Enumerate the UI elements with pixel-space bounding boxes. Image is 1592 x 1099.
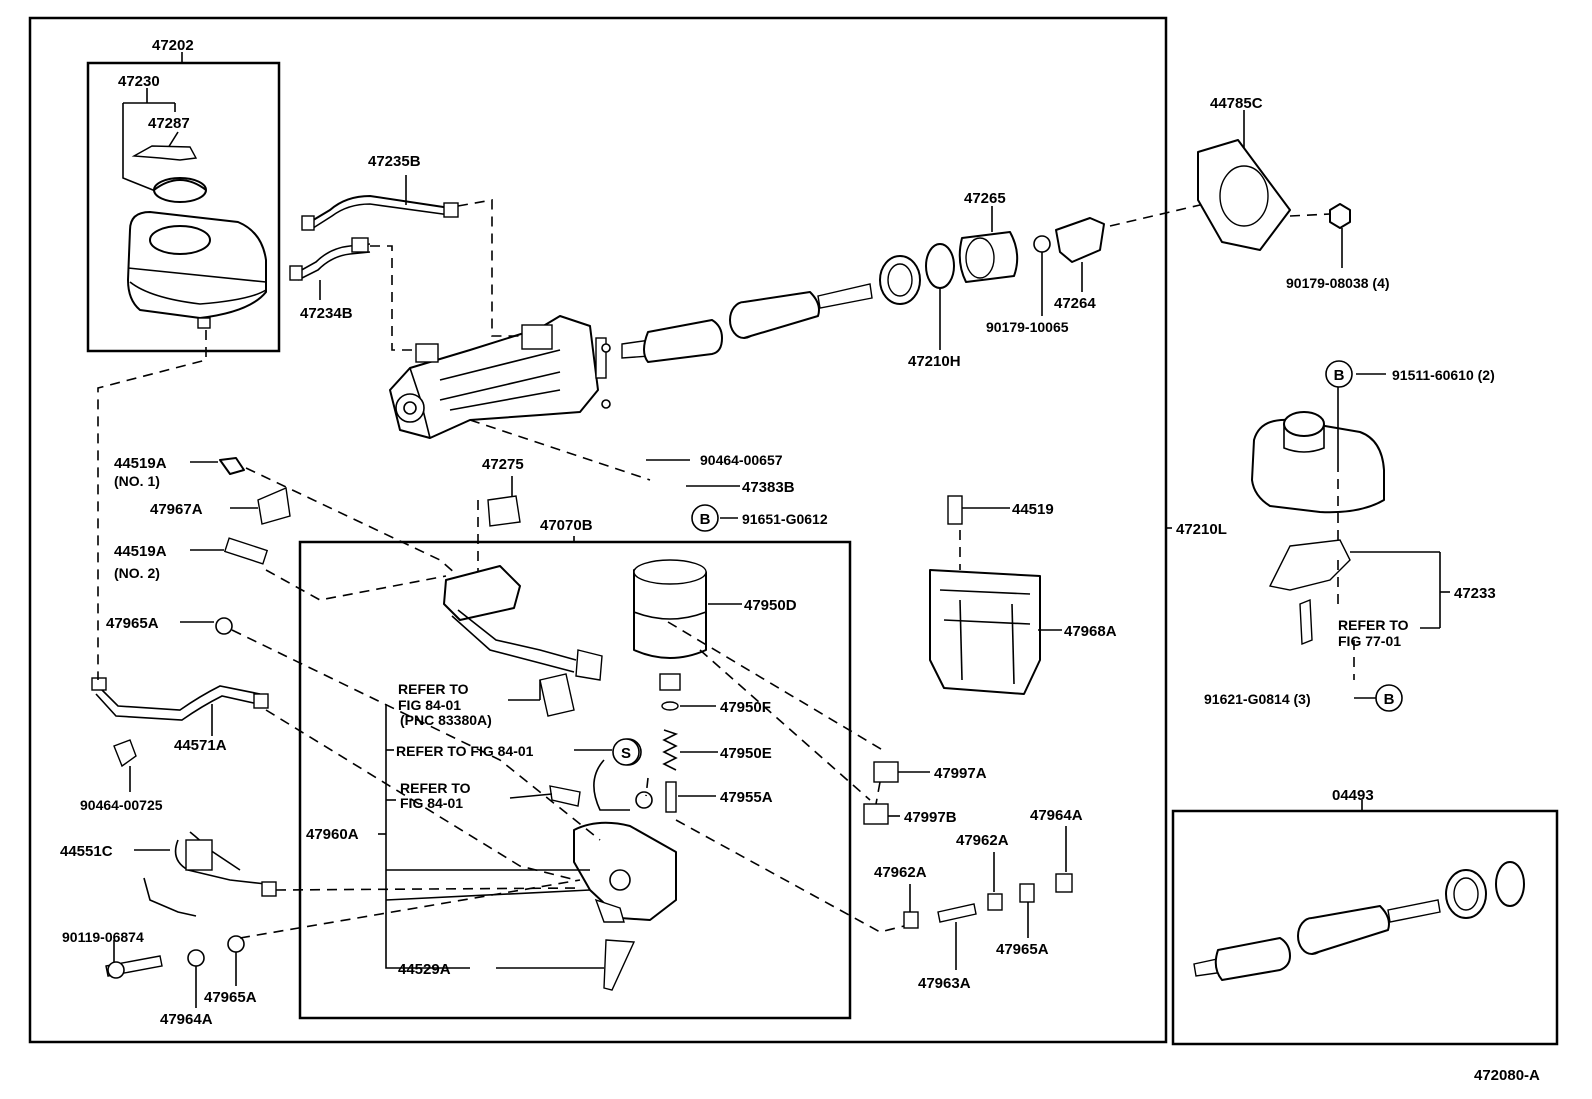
master-cylinder-body: [389, 315, 611, 439]
marker-b-text: B: [1334, 367, 1345, 384]
label-47383b: 47383B: [742, 479, 795, 496]
reference-note-1-line2: FIG 84-01: [398, 697, 461, 713]
dashed-connectors: [97, 199, 1355, 939]
label-90179-08038: 90179-08038 (4): [1286, 275, 1390, 291]
label-47964a-2: 47964A: [1030, 807, 1083, 824]
label-47962a-1: 47962A: [956, 832, 1009, 849]
label-47950d: 47950D: [744, 597, 797, 614]
label-04493: 04493: [1332, 787, 1374, 804]
label-47275: 47275: [482, 456, 524, 473]
kit-frame: [1171, 809, 1559, 1046]
label-47963a: 47963A: [918, 975, 971, 992]
main-frame: [28, 16, 1168, 1044]
marker-b-text: B: [700, 511, 711, 528]
reservoir-assembly: [122, 52, 267, 329]
piston-set: [621, 206, 1105, 363]
reference-note-1-line1: REFER TO: [398, 681, 469, 697]
label-47968a: 47968A: [1064, 623, 1117, 640]
marker-b-2: B: [691, 504, 719, 532]
kit-04493-parts: [1193, 800, 1525, 981]
pump-frame: [298, 540, 852, 1020]
label-47233: 47233: [1454, 585, 1496, 602]
label-47960a: 47960A: [306, 826, 359, 843]
label-91621-g0814: 91621-G0814 (3): [1204, 691, 1311, 707]
label-91651-g0612: 91651-G0612: [742, 511, 828, 527]
reference-note-4-line1: REFER TO: [1338, 617, 1409, 633]
label-90179-10065: 90179-10065: [986, 319, 1069, 335]
label-47264: 47264: [1054, 295, 1096, 312]
label-47234b: 47234B: [300, 305, 353, 322]
label-44519a-1: 44519A: [114, 455, 167, 472]
label-47965a-2: 47965A: [204, 989, 257, 1006]
label-44519a-2: 44519A: [114, 543, 167, 560]
marker-b-3: B: [1375, 684, 1403, 712]
reference-note-3-line1: REFER TO: [400, 780, 471, 796]
label-91511-60610: 91511-60610 (2): [1392, 367, 1495, 383]
label-47997b: 47997B: [904, 809, 957, 826]
left-components: [91, 457, 291, 979]
reference-note-4-line2: FIG 77-01: [1338, 633, 1401, 649]
label-44529a: 44529A: [398, 961, 451, 978]
marker-b-1: B: [1325, 360, 1353, 388]
label-47235b: 47235B: [368, 153, 421, 170]
label-47070b: 47070B: [540, 517, 593, 534]
marker-b-text: B: [1384, 691, 1395, 708]
label-47955a: 47955A: [720, 789, 773, 806]
marker-s: S: [612, 738, 640, 766]
label-47997a: 47997A: [934, 765, 987, 782]
label-47950f: 47950F: [720, 699, 771, 716]
label-47965a-3: 47965A: [996, 941, 1049, 958]
label-47202: 47202: [152, 37, 194, 54]
label-47967a: 47967A: [150, 501, 203, 518]
pump-components: [443, 476, 707, 991]
gasket-44785c: [1197, 110, 1351, 268]
bracket-47968a: [863, 495, 1073, 929]
label-90464-00657: 90464-00657: [700, 452, 783, 468]
label-47230: 47230: [118, 73, 160, 90]
label-90464-00725: 90464-00725: [80, 797, 163, 813]
label-44519a-2-note: (NO. 2): [114, 565, 160, 581]
diagram-id: 472080-A: [1474, 1067, 1540, 1084]
marker-s-text: S: [621, 745, 631, 762]
label-47210h: 47210H: [908, 353, 961, 370]
label-47964a-1: 47964A: [160, 1011, 213, 1028]
label-47287: 47287: [148, 115, 190, 132]
part-labels: 47202 47230 47287 47235B 47234B 47265 44…: [60, 37, 1540, 1084]
reference-note-1-line3: (PNC 83380A): [400, 712, 492, 728]
label-44551c: 44551C: [60, 843, 113, 860]
label-44519: 44519: [1012, 501, 1054, 518]
label-44519a-1-note: (NO. 1): [114, 473, 160, 489]
label-44571a: 44571A: [174, 737, 227, 754]
label-47950e: 47950E: [720, 745, 772, 762]
reservoir-frame: [86, 61, 281, 353]
label-47965a-1: 47965A: [106, 615, 159, 632]
label-90119-06874: 90119-06874: [62, 929, 144, 945]
label-47210l: 47210L: [1176, 521, 1227, 538]
label-44785c: 44785C: [1210, 95, 1263, 112]
pipe-47234b: [289, 237, 371, 300]
reference-note-2: REFER TO FIG 84-01: [396, 743, 534, 759]
right-reservoir: [1251, 373, 1450, 699]
label-47265: 47265: [964, 190, 1006, 207]
leader-lines: [113, 459, 1172, 1008]
label-47962a-2: 47962A: [874, 864, 927, 881]
pipe-47235b: [301, 175, 459, 231]
reference-note-3-line2: FIG 84-01: [400, 795, 463, 811]
